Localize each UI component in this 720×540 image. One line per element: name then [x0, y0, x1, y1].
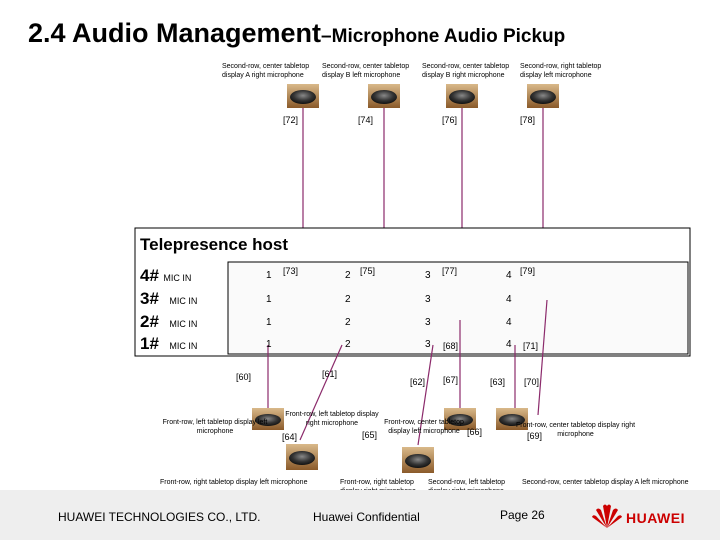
port-4-3: 3	[425, 270, 431, 281]
port-3-1: 1	[266, 294, 272, 305]
row-label: MIC IN	[169, 319, 198, 329]
ref-60: [60]	[236, 372, 252, 382]
row-hash: 1#	[140, 334, 159, 353]
bottom-label-a: Front-row, right tabletop display left m…	[160, 479, 308, 486]
cable-62	[417, 344, 434, 446]
ref-65: [65]	[362, 430, 378, 440]
footer-company: HUAWEI TECHNOLOGIES CO., LTD.	[58, 510, 261, 524]
port-3-3: 3	[425, 294, 431, 305]
top-mic-72	[287, 84, 319, 108]
page-title: 2.4 Audio Management–Microphone Audio Pi…	[28, 18, 565, 49]
ref-74: [74]	[358, 115, 374, 125]
ref-63: [63]	[490, 377, 506, 387]
footer-page: Page 26	[500, 508, 545, 522]
bottom-mic-label-4: Front-row, center tabletop display right…	[515, 422, 636, 438]
host-title: Telepresence host	[140, 235, 289, 254]
port-1-2: 2	[345, 339, 351, 350]
ref-68: [68]	[443, 341, 459, 351]
bottom-mic-label-1: Front-row, left tabletop display left mi…	[162, 419, 268, 435]
port-4-4: 4	[506, 270, 512, 281]
ref-62: [62]	[410, 377, 426, 387]
row-hash: 4#	[140, 266, 159, 285]
row-label: MIC IN	[169, 341, 198, 351]
bottom-mic-label-2: Front-row, left tabletop display right m…	[285, 411, 379, 427]
ref-70: [70]	[524, 377, 540, 387]
top-mic-label-72: Second-row, center tabletop display A ri…	[222, 63, 310, 79]
top-mic-label-74: Second-row, center tabletop display B le…	[322, 63, 410, 79]
ref-77: [77]	[442, 266, 458, 276]
bottom-mic-4	[444, 408, 476, 430]
host-row-1: 1# MIC IN	[140, 334, 197, 354]
port-4-1: 1	[266, 270, 272, 281]
port-1-3: 3	[425, 339, 431, 350]
port-4-2: 2	[345, 270, 351, 281]
ref-67: [67]	[443, 375, 459, 385]
diagram-canvas	[134, 84, 691, 473]
bottom-mic-5	[496, 408, 528, 430]
port-2-3: 3	[425, 317, 431, 328]
port-1-4: 4	[506, 339, 512, 350]
ref-76: [76]	[442, 115, 458, 125]
bottom-label-d: Second-row, center tabletop display A le…	[522, 479, 689, 486]
top-mic-76	[446, 84, 478, 108]
port-3-2: 2	[345, 294, 351, 305]
host-row-2: 2# MIC IN	[140, 312, 197, 332]
port-3-4: 4	[506, 294, 512, 305]
top-mic-78	[527, 84, 559, 108]
bottom-mic-3	[402, 447, 434, 473]
huawei-logo-text: HUAWEI	[626, 510, 685, 526]
cable-70	[537, 299, 548, 416]
cable-61	[299, 344, 343, 441]
port-2-4: 4	[506, 317, 512, 328]
row-label: MIC IN	[169, 296, 198, 306]
row-label: MIC IN	[163, 273, 192, 283]
ref-73: [73]	[283, 266, 299, 276]
bottom-cables	[267, 299, 548, 446]
footer-confidential: Huawei Confidential	[313, 510, 420, 524]
ref-61: [61]	[322, 369, 338, 379]
host-inner-panel	[227, 261, 689, 355]
bottom-mic-2	[286, 444, 318, 470]
row-hash: 3#	[140, 289, 159, 308]
ref-78: [78]	[520, 115, 536, 125]
host-row-3: 3# MIC IN	[140, 289, 197, 309]
top-mic-74	[368, 84, 400, 108]
ref-66: [66]	[467, 427, 483, 437]
ref-71: [71]	[523, 341, 539, 351]
port-2-2: 2	[345, 317, 351, 328]
row-hash: 2#	[140, 312, 159, 331]
title-main: 2.4 Audio Management	[28, 18, 322, 48]
huawei-logo-icon	[592, 504, 622, 528]
title-sub: –Microphone Audio Pickup	[321, 26, 566, 47]
port-1-1: 1	[266, 339, 272, 350]
ref-75: [75]	[360, 266, 376, 276]
bottom-mic-label-3: Front-row, center tabletop display left …	[384, 419, 464, 435]
ref-72: [72]	[283, 115, 299, 125]
top-mic-label-76: Second-row, center tabletop display B ri…	[422, 63, 510, 79]
ref-69: [69]	[527, 431, 543, 441]
ref-79: [79]	[520, 266, 536, 276]
bottom-mic-1	[252, 408, 284, 430]
host-row-4: 4# MIC IN	[140, 266, 191, 286]
port-2-1: 1	[266, 317, 272, 328]
ref-64: [64]	[282, 432, 298, 442]
top-mic-label-78: Second-row, right tabletop display left …	[520, 63, 602, 79]
